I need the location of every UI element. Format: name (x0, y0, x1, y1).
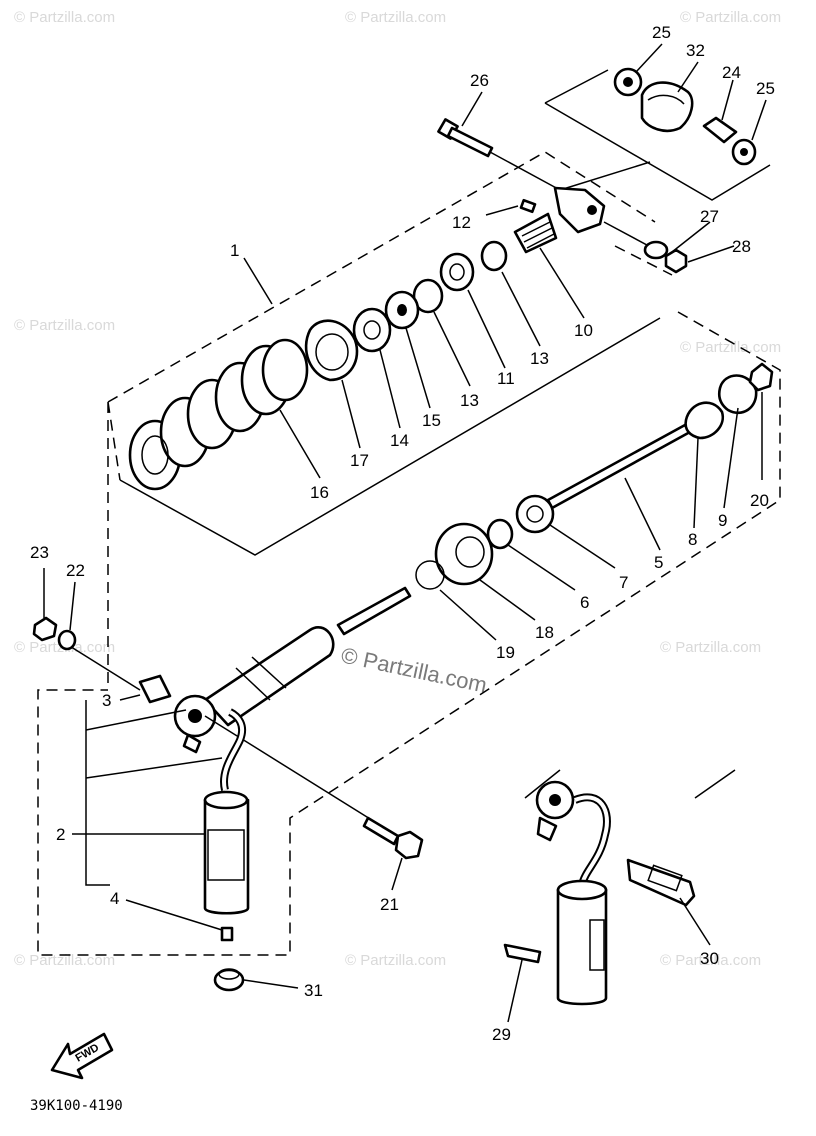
callout-label: 2 (56, 825, 65, 844)
callout-label: 9 (718, 511, 727, 530)
nut-11 (439, 252, 475, 292)
nut-20 (748, 362, 774, 392)
watermark-text: © Partzilla.com (660, 639, 761, 656)
callout-label: 31 (304, 981, 323, 1000)
cap-31 (213, 968, 245, 992)
reservoir-detail (503, 780, 696, 1006)
diagram-part-code: 39K100-4190 (30, 1098, 123, 1114)
callout-label: 19 (496, 643, 515, 662)
valve-4 (220, 926, 234, 942)
watermark-text: © Partzilla.com (680, 9, 781, 26)
spring-seat-stack (304, 240, 508, 382)
bushing-8 (684, 401, 725, 440)
callout-label: 16 (310, 483, 329, 502)
callout-label: 21 (380, 895, 399, 914)
callout-label: 13 (530, 349, 549, 368)
callout-label: 17 (350, 451, 369, 470)
watermark-text: © Partzilla.com (14, 317, 115, 334)
callout-label: 12 (452, 213, 471, 232)
callout-label: 3 (102, 691, 111, 710)
callout-label: 11 (497, 369, 515, 388)
upper-clevis (513, 186, 688, 274)
bump-stop-7 (515, 494, 555, 534)
rod-5 (546, 423, 692, 510)
watermark-text: © Partzilla.com (14, 9, 115, 26)
callout-label: 29 (492, 1025, 511, 1044)
callout-label: 13 (460, 391, 479, 410)
callout-label: 25 (756, 79, 775, 98)
bolt-21 (362, 816, 424, 860)
watermark-main: © Partzilla.com (339, 642, 489, 697)
callout-label: 1 (230, 241, 239, 260)
reservoir-frame (524, 769, 736, 799)
callout-label: 7 (619, 573, 628, 592)
spring-guide-17 (304, 319, 359, 382)
spring-frame-line (119, 317, 661, 556)
callout-label: 10 (574, 321, 593, 340)
callout-label: 22 (66, 561, 85, 580)
watermark-text: © Partzilla.com (14, 952, 115, 969)
collar-24 (702, 116, 738, 144)
reservoir-2 (203, 708, 250, 942)
callout-label: 8 (688, 530, 697, 549)
callout-label: 25 (652, 23, 671, 42)
pin-12 (519, 198, 537, 214)
callout-label: 23 (30, 543, 49, 562)
bushing-9 (717, 374, 758, 415)
callout-label: 15 (422, 411, 441, 430)
upper-bracket-detail (613, 67, 757, 166)
band-30 (626, 858, 696, 907)
piston-rod (336, 586, 412, 636)
nut-28 (664, 248, 688, 274)
callout-label: 6 (580, 593, 589, 612)
spring-assembly-outline-left (107, 401, 121, 690)
washer-22 (57, 629, 77, 651)
callout-label: 5 (654, 553, 663, 572)
bracket-detail-box (544, 69, 771, 201)
callouts: 1 2 3 4 5 6 7 8 9 10 11 12 13 13 14 15 1… (30, 23, 775, 1044)
callout-label: 18 (535, 623, 554, 642)
callout-label: 30 (700, 949, 719, 968)
spring-16 (128, 338, 309, 491)
callout-label: 26 (470, 71, 489, 90)
nut-23 (32, 616, 58, 642)
callout-label: 27 (700, 207, 719, 226)
callout-label: 4 (110, 889, 119, 908)
fasteners-22-23 (32, 616, 77, 651)
collar-3 (138, 674, 172, 704)
o-ring-19 (415, 560, 445, 590)
callout-label: 32 (686, 41, 705, 60)
collar-14 (352, 307, 392, 353)
callout-label: 14 (390, 431, 409, 450)
washer-6 (486, 518, 514, 550)
damper-assembly-outline (37, 311, 781, 956)
bracket-leader-line (559, 161, 651, 191)
shock-cylinder (203, 626, 335, 727)
watermark-text: © Partzilla.com (680, 339, 781, 356)
locknut-13-lower (412, 278, 444, 314)
callout-label: 20 (750, 491, 769, 510)
callout-label: 24 (722, 63, 741, 82)
damper-rod-group (415, 362, 774, 590)
watermark-layer: © Partzilla.com © Partzilla.com © Partzi… (14, 9, 781, 969)
adjuster-10 (513, 212, 558, 254)
bolt-26 (437, 118, 561, 191)
assembly-outlines (37, 69, 781, 956)
watermark-text: © Partzilla.com (345, 952, 446, 969)
clevis-body (553, 186, 606, 234)
fwd-arrow-icon: FWD (50, 1032, 114, 1080)
shock-body (59, 586, 412, 823)
bushing-32 (640, 81, 694, 133)
locknut-13-upper (480, 240, 508, 272)
leader-lines (43, 43, 767, 1023)
washer-27 (643, 240, 669, 260)
watermark-text: © Partzilla.com (660, 952, 761, 969)
clip-29 (503, 943, 542, 964)
spring-assembly-outline (107, 151, 673, 403)
watermark-text: © Partzilla.com (345, 9, 446, 26)
callout-label: 28 (732, 237, 751, 256)
